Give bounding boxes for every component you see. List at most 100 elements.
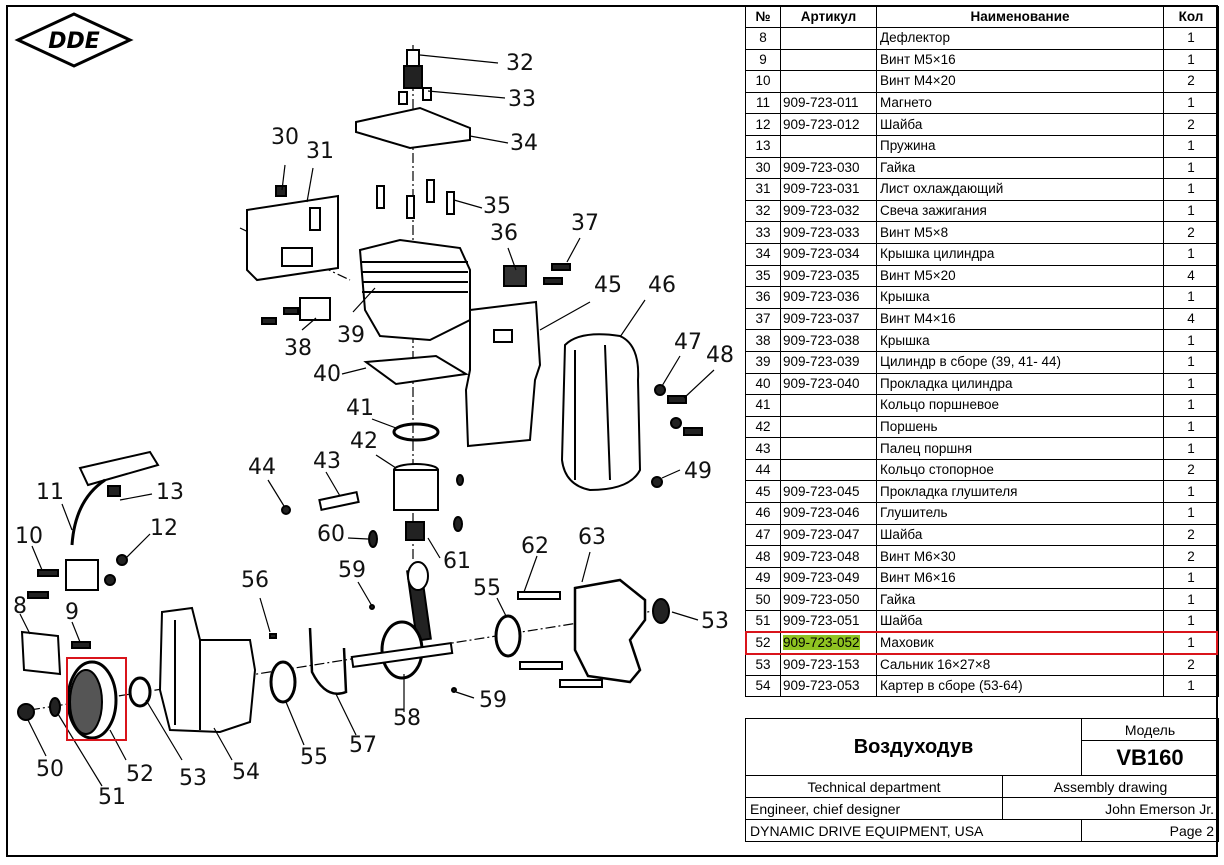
part-qty: 1 bbox=[1163, 480, 1219, 504]
part-deflector bbox=[20, 630, 62, 676]
part-name: Винт М4×16 bbox=[876, 307, 1164, 331]
callout-42: 42 bbox=[350, 429, 378, 454]
part-qty: 2 bbox=[1163, 653, 1219, 676]
part-piston bbox=[393, 463, 439, 511]
part-qty: 2 bbox=[1163, 458, 1219, 482]
part-number: 37 bbox=[745, 307, 781, 331]
part-number: 51 bbox=[745, 610, 781, 633]
part-number: 39 bbox=[745, 350, 781, 374]
part-qty: 1 bbox=[1163, 350, 1219, 374]
part-name: Винт М6×16 bbox=[876, 566, 1164, 590]
flywheel-highlight-box bbox=[66, 657, 127, 741]
part-sku: 909-723-036 bbox=[780, 286, 877, 309]
part-qty: 2 bbox=[1163, 221, 1219, 244]
part-muffler-gasket bbox=[464, 300, 542, 448]
part-name: Гайка bbox=[876, 156, 1164, 180]
callout-12: 12 bbox=[150, 516, 178, 541]
header-num: № bbox=[745, 6, 781, 28]
department: Technical department bbox=[745, 775, 1003, 798]
callout-32: 32 bbox=[506, 51, 534, 76]
part-name: Винт М5×16 bbox=[876, 48, 1164, 72]
part-name: Цилиндр в сборе (39, 41- 44) bbox=[876, 350, 1164, 374]
part-name: Шайба bbox=[876, 113, 1164, 136]
part-sku bbox=[780, 27, 877, 50]
part-name: Палец поршня bbox=[876, 437, 1164, 460]
role: Engineer, chief designer bbox=[745, 797, 1003, 820]
part-qty: 1 bbox=[1163, 91, 1219, 115]
part-sku: 909-723-035 bbox=[780, 264, 877, 288]
part-sku: 909-723-045 bbox=[780, 480, 877, 504]
part-name: Поршень bbox=[876, 415, 1164, 439]
part-number: 36 bbox=[745, 286, 781, 309]
part-number: 10 bbox=[745, 70, 781, 93]
callout-45: 45 bbox=[594, 273, 622, 298]
part-qty: 1 bbox=[1163, 415, 1219, 439]
callout-38: 38 bbox=[284, 336, 312, 361]
callout-30: 30 bbox=[271, 125, 299, 150]
callout-46: 46 bbox=[648, 273, 676, 298]
part-number: 32 bbox=[745, 199, 781, 223]
part-name: Винт М5×20 bbox=[876, 264, 1164, 288]
part-qty: 1 bbox=[1163, 178, 1219, 201]
part-sku: 909-723-048 bbox=[780, 545, 877, 568]
part-sku bbox=[780, 48, 877, 72]
part-sku: 909-723-049 bbox=[780, 566, 877, 590]
callout-63: 63 bbox=[578, 525, 606, 550]
part-qty: 2 bbox=[1163, 113, 1219, 136]
part-needle-bearing bbox=[405, 521, 425, 541]
part-qty: 1 bbox=[1163, 610, 1219, 633]
part-qty: 1 bbox=[1163, 394, 1219, 417]
part-cylinder bbox=[358, 238, 471, 342]
callout-59-top: 59 bbox=[338, 558, 366, 583]
part-name: Магнето bbox=[876, 91, 1164, 115]
part-qty: 1 bbox=[1163, 199, 1219, 223]
part-number: 33 bbox=[745, 221, 781, 244]
callout-13: 13 bbox=[156, 480, 184, 505]
part-name: Глушитель bbox=[876, 502, 1164, 525]
part-sku bbox=[780, 437, 877, 460]
part-qty: 1 bbox=[1163, 48, 1219, 72]
logo-text: DDE bbox=[48, 29, 100, 54]
part-qty: 4 bbox=[1163, 307, 1219, 331]
part-number: 11 bbox=[745, 91, 781, 115]
part-sku: 909-723-047 bbox=[780, 523, 877, 547]
callout-34: 34 bbox=[510, 131, 538, 156]
part-sku: 909-723-037 bbox=[780, 307, 877, 331]
part-sku: 909-723-050 bbox=[780, 588, 877, 612]
part-number: 8 bbox=[745, 27, 781, 50]
callout-57: 57 bbox=[349, 733, 377, 758]
part-number: 30 bbox=[745, 156, 781, 180]
part-number: 34 bbox=[745, 242, 781, 266]
part-number: 9 bbox=[745, 48, 781, 72]
callout-50: 50 bbox=[36, 757, 64, 782]
part-sku bbox=[780, 134, 877, 158]
callout-44: 44 bbox=[248, 455, 276, 480]
callout-54: 54 bbox=[232, 760, 260, 785]
part-qty: 1 bbox=[1163, 329, 1219, 352]
model-label: Модель bbox=[1081, 718, 1219, 741]
part-name: Шайба bbox=[876, 523, 1164, 547]
header-qty: Кол bbox=[1163, 6, 1219, 28]
exploded-diagram bbox=[17, 45, 703, 740]
part-name: Пружина bbox=[876, 134, 1164, 158]
part-qty: 1 bbox=[1163, 286, 1219, 309]
part-number: 31 bbox=[745, 178, 781, 201]
part-name: Крышка цилиндра bbox=[876, 242, 1164, 266]
callout-59-bottom: 59 bbox=[479, 688, 507, 713]
part-name: Крышка bbox=[876, 329, 1164, 352]
part-sku: 909-723-046 bbox=[780, 502, 877, 525]
part-number: 44 bbox=[745, 458, 781, 482]
part-number: 41 bbox=[745, 394, 781, 417]
